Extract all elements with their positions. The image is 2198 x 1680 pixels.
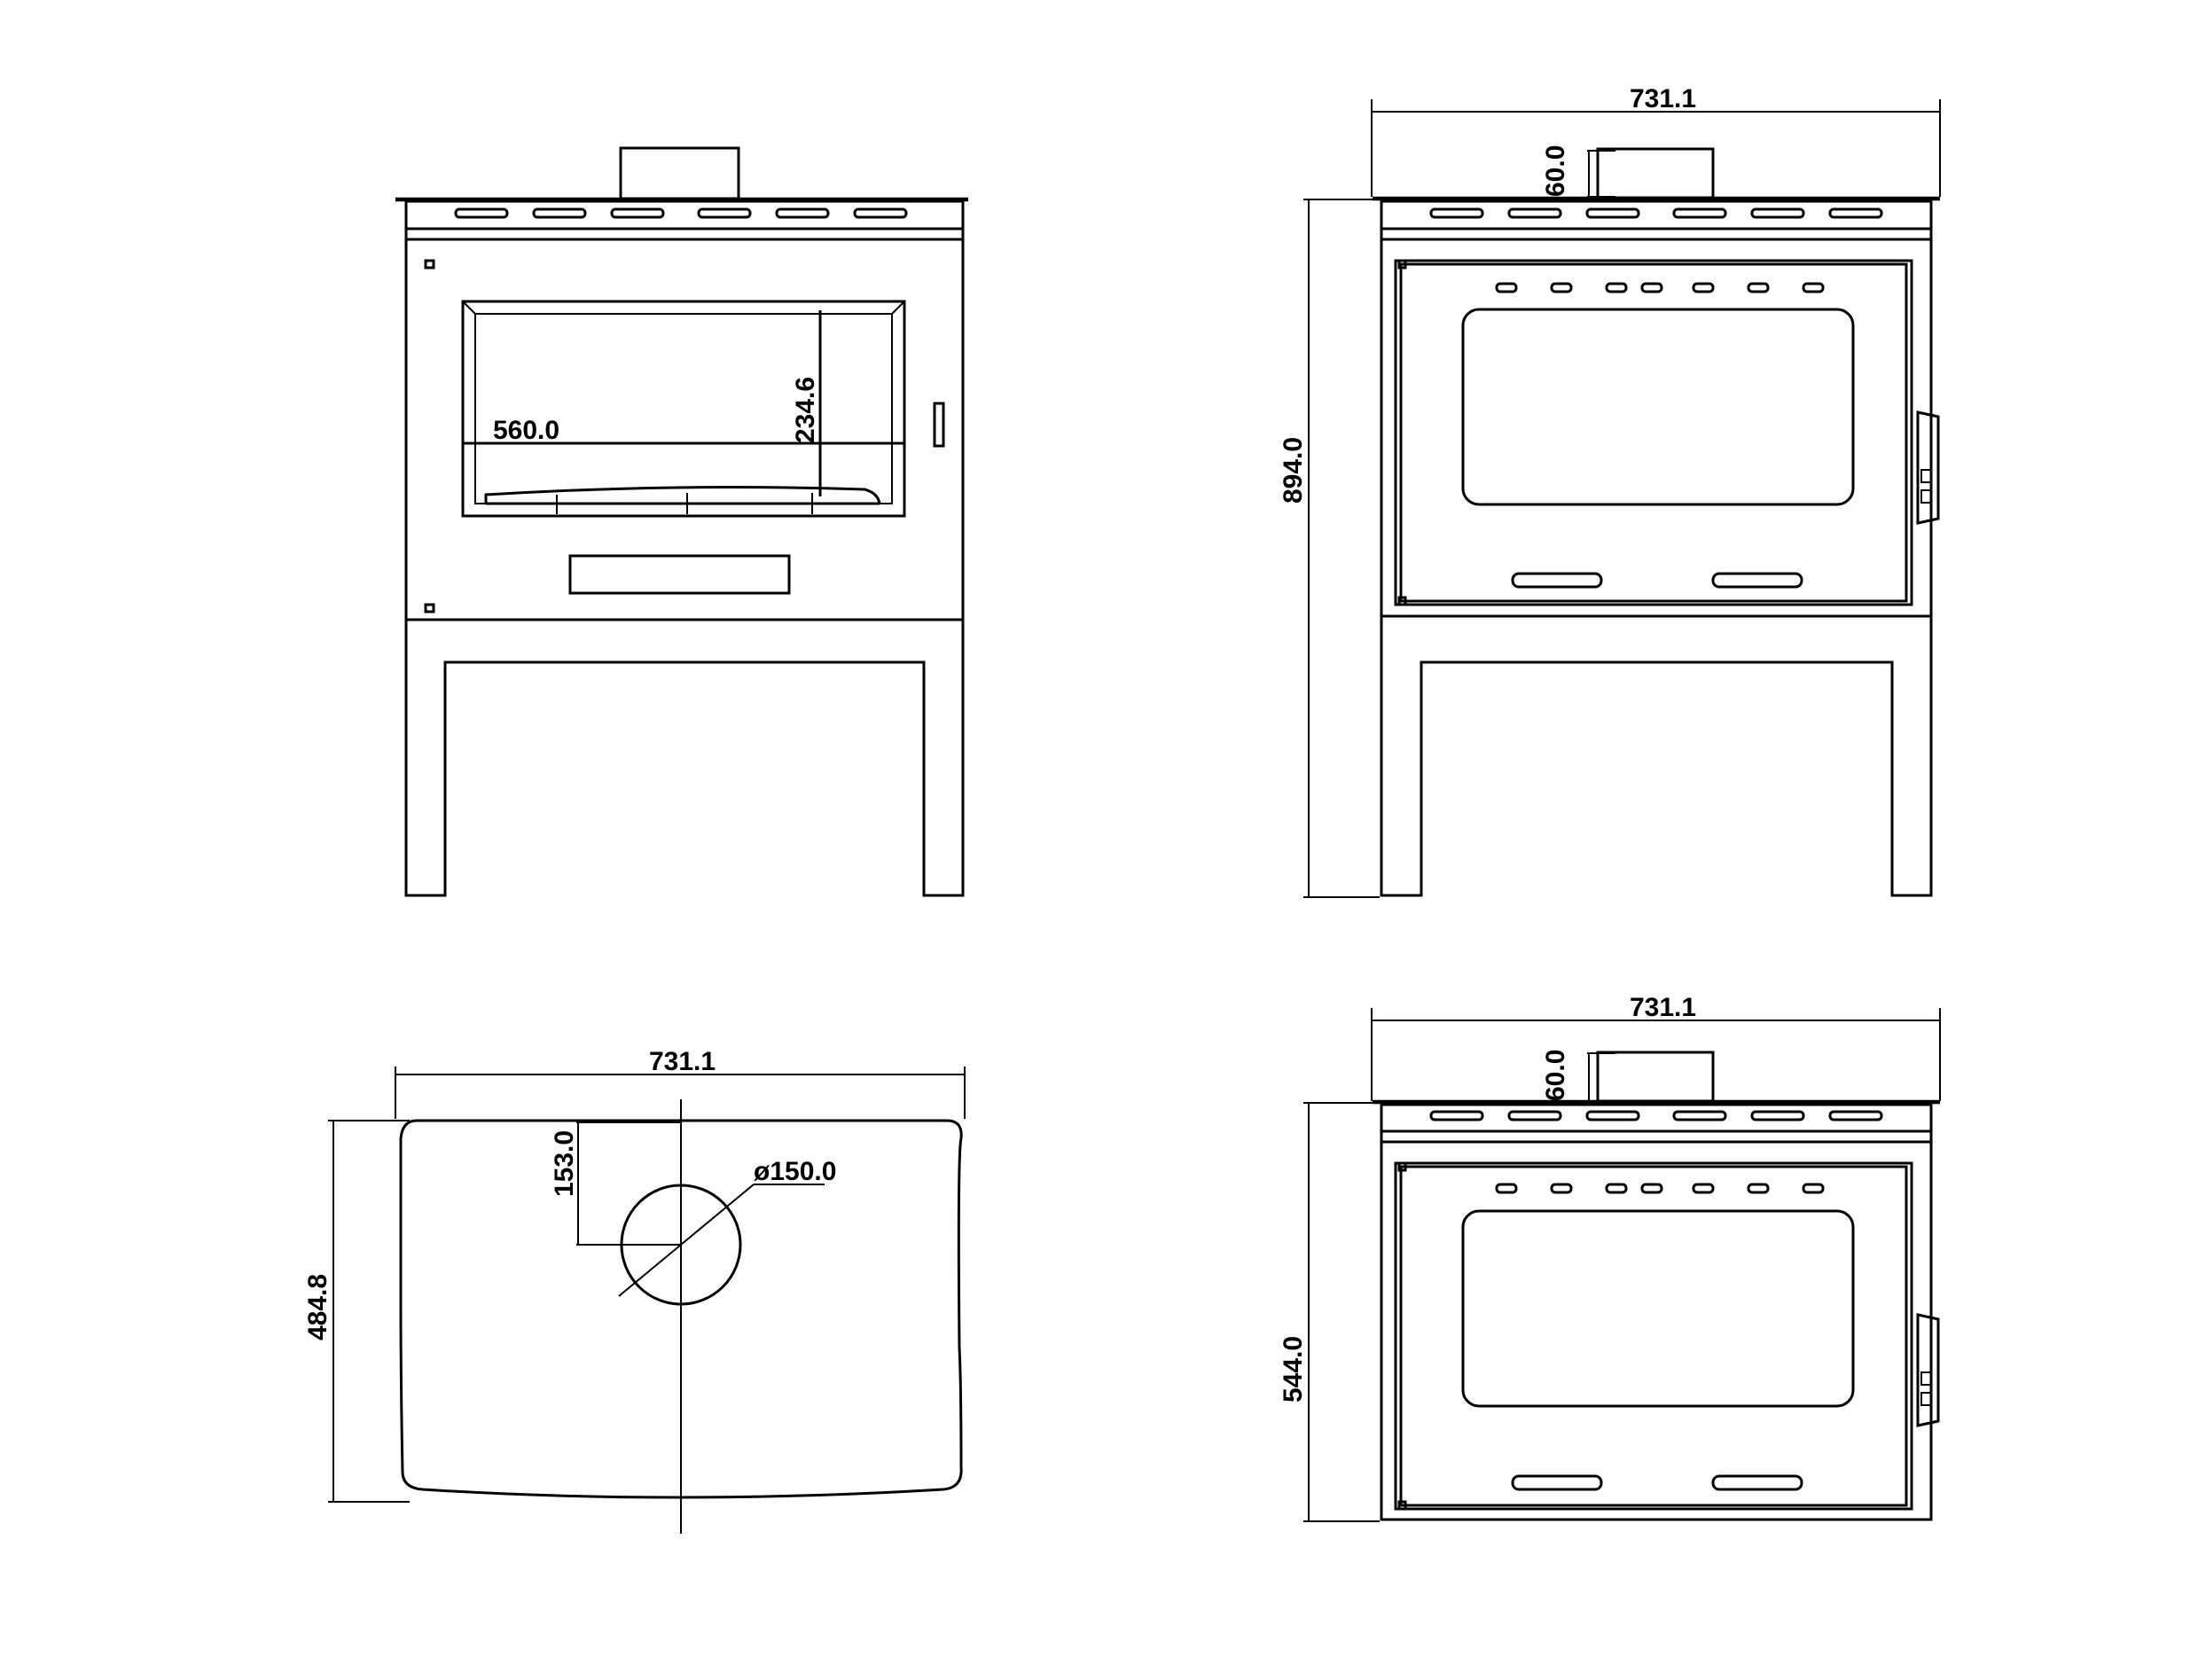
flue-outlet [620, 1184, 742, 1306]
top-vents [454, 207, 908, 219]
top-depth-label: 484.8 [303, 1274, 332, 1340]
front-height-label: 234.6 [791, 377, 820, 443]
door-handle [1916, 410, 1940, 525]
top-view: 731.1 484.8 153.0 ø150.0 [303, 1047, 966, 1534]
top-flue-offset-label: 153.0 [550, 1130, 579, 1197]
side-view: 731.1 60.0 [1279, 84, 1941, 898]
insert-width-label: 731.1 [1630, 993, 1696, 1022]
side-top-vents [1429, 207, 1883, 219]
viewing-window [461, 300, 906, 518]
side-total-height-label: 894.0 [1279, 437, 1308, 504]
front-width-label: 560.0 [493, 416, 559, 445]
side-flue-height-label: 60.0 [1541, 145, 1570, 197]
insert-upper-vents [1495, 1183, 1825, 1194]
top-flue-diameter-label: ø150.0 [754, 1157, 836, 1186]
insert-glass-window [1461, 1209, 1855, 1408]
front-legs [404, 620, 965, 897]
top-outline [399, 1119, 963, 1499]
side-glass-window [1461, 308, 1855, 506]
top-width-label: 731.1 [649, 1047, 716, 1076]
ash-drawer [568, 554, 791, 595]
insert-view: 731.1 60.0 [1279, 993, 1941, 1522]
insert-door-handle [1916, 1313, 1940, 1427]
insert-total-height-label: 544.0 [1279, 1336, 1308, 1403]
insert-flue-height-label: 60.0 [1541, 1050, 1570, 1101]
front-view: 560.0 234.6 [395, 146, 968, 897]
side-upper-vents [1495, 282, 1825, 293]
insert-top-vents [1429, 1110, 1883, 1121]
side-width-label: 731.1 [1630, 84, 1696, 113]
